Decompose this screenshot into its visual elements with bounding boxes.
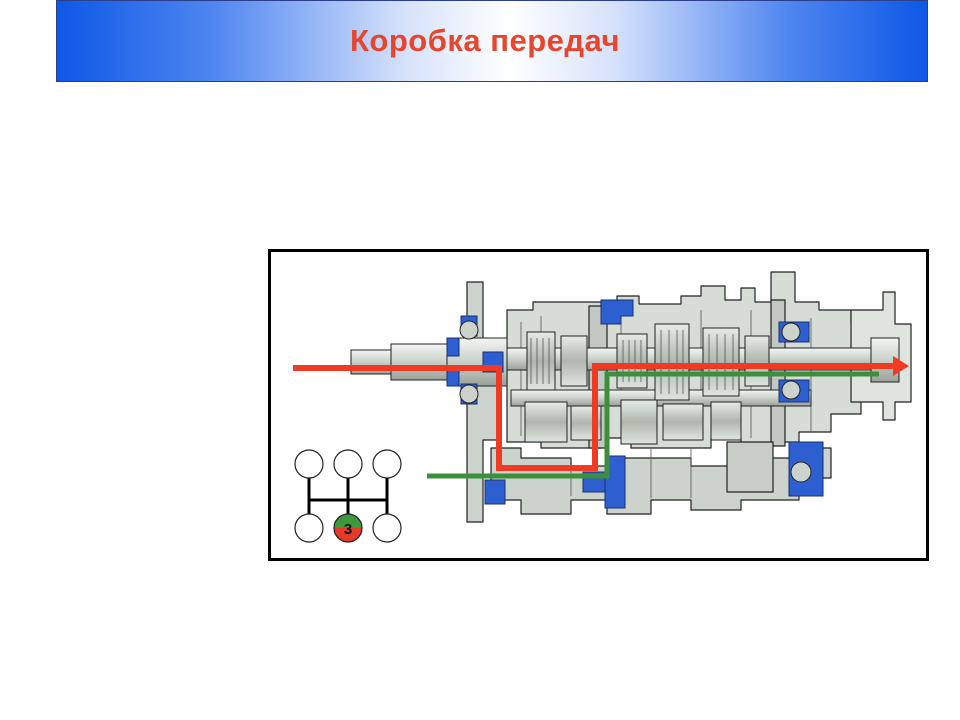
gearbox-diagram-frame: 3 — [268, 249, 929, 561]
gear-position-2 — [294, 513, 324, 543]
power-flow-arrowhead — [893, 356, 909, 376]
gear-position-selected: 3 — [333, 513, 363, 543]
selected-gear-label: 3 — [344, 521, 352, 538]
gear-position-5 — [372, 449, 402, 479]
power-flow-primary-path — [293, 363, 895, 471]
gear-position-3-top — [333, 449, 363, 479]
page-title: Коробка передач — [349, 23, 621, 58]
gear-position-1 — [294, 449, 324, 479]
power-flow-secondary-path — [427, 371, 879, 479]
gears — [524, 323, 770, 445]
gear-shift-pattern: 3 — [294, 449, 402, 543]
title-banner: Коробка передач — [56, 0, 928, 82]
ball-bearings — [459, 320, 812, 483]
gearbox-diagram: 3 — [293, 271, 912, 543]
gear-teeth — [530, 330, 734, 394]
gear-position-4 — [372, 513, 402, 543]
